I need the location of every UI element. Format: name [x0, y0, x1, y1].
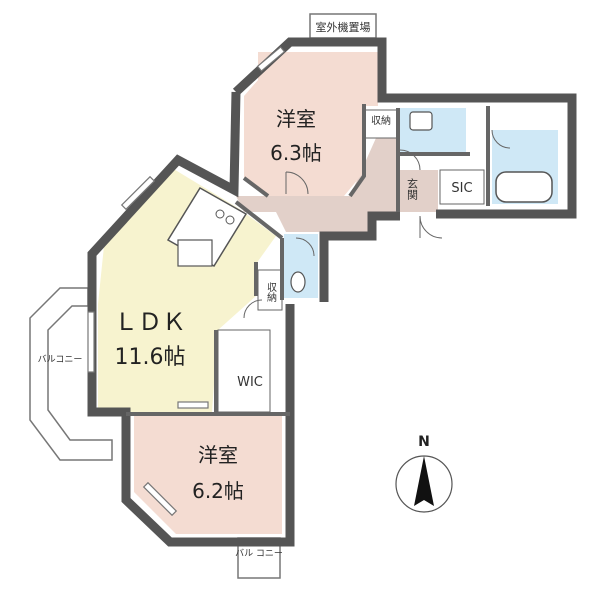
wic-label: WIC: [237, 375, 263, 390]
western-room-south-size: 6.2帖: [192, 479, 244, 503]
entrance-floor: [398, 170, 438, 212]
compass: N: [395, 434, 453, 513]
outer-walls: [87, 37, 577, 547]
toilet-fixture: [290, 271, 306, 293]
balcony-west: [29, 287, 113, 461]
entrance-label: 玄関: [406, 177, 419, 200]
outdoor-unit-label: 室外機置場: [316, 20, 371, 34]
storage-mid-label: 収納: [265, 282, 277, 303]
wic-room: [217, 329, 271, 413]
western-room-north-size: 6.3帖: [270, 141, 322, 165]
interior-walls: [126, 104, 490, 416]
bathtub: [495, 171, 553, 203]
western-room-north-name: 洋室: [276, 107, 316, 131]
balcony-south-label: バル コニー: [235, 548, 283, 559]
sic-label: SIC: [451, 181, 472, 196]
storage-north-label: 収納: [371, 114, 391, 127]
wash-basin: [409, 111, 433, 131]
balcony-west-label: バルコニー: [38, 354, 83, 365]
ldk-name: ＬＤＫ: [114, 308, 186, 336]
storage-north: [363, 109, 399, 139]
windows: [87, 46, 286, 517]
sic-closet: [439, 169, 485, 205]
kitchen-counter: [166, 186, 248, 268]
door-swings: [243, 129, 511, 319]
hallway: [236, 138, 398, 232]
western-room-north: [244, 52, 378, 196]
western-room-south: [134, 414, 282, 534]
ldk-size: 11.6帖: [115, 345, 186, 370]
western-room-south-name: 洋室: [198, 443, 238, 467]
compass-north-label: N: [418, 434, 430, 450]
